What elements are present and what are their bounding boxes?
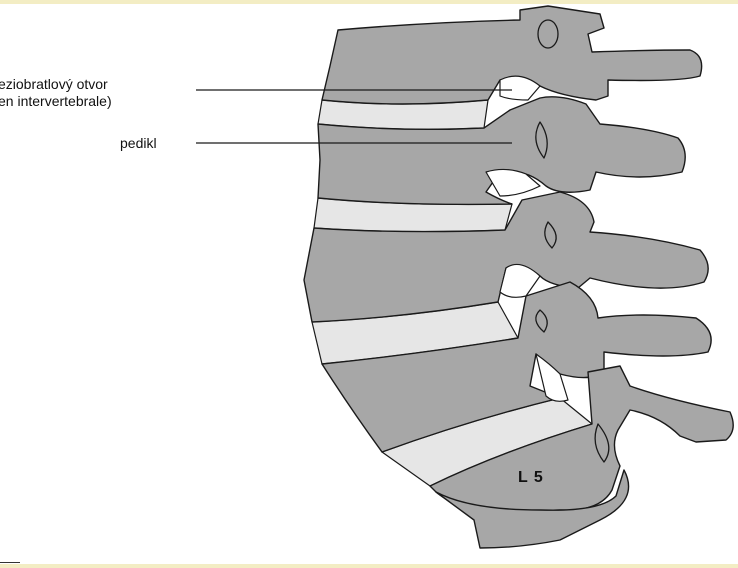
label-intervertebral-foramen: eziobratlový otvor [0, 76, 108, 92]
label-l5: L 5 [518, 470, 544, 486]
label-foramen-latin: en intervertebrale) [0, 93, 112, 109]
label-pedikl: pedikl [120, 135, 157, 151]
